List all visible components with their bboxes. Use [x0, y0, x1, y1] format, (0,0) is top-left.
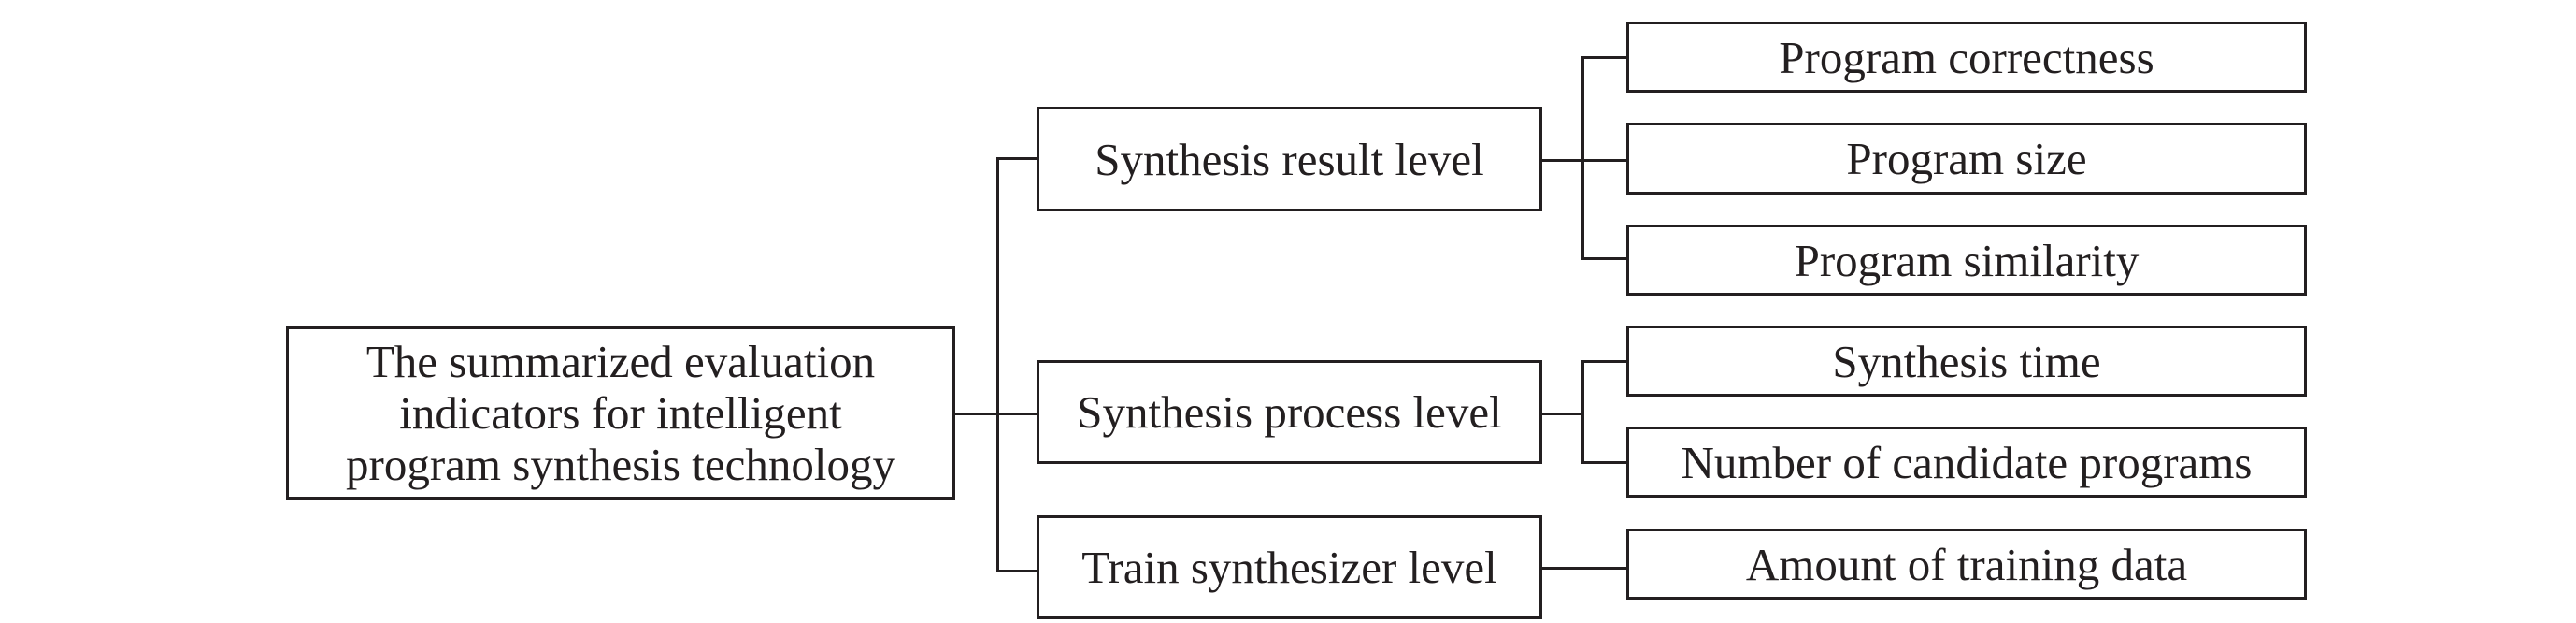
connector-to-candidate-programs — [1581, 461, 1628, 464]
connector-to-program-size — [1581, 159, 1628, 162]
indicator-amount-of-training-data: Amount of training data — [1626, 529, 2307, 600]
indicator-program-correctness: Program correctness — [1626, 22, 2307, 93]
root-node-line-2: indicators for intelligent — [399, 387, 842, 439]
connector-result-branch — [1581, 56, 1584, 260]
connector-to-program-correctness — [1581, 56, 1628, 59]
connector-process-branch — [1581, 360, 1584, 464]
connector-trunk-to-result-level — [996, 157, 1038, 160]
indicator-synthesis-time: Synthesis time — [1626, 326, 2307, 397]
level-node-train-synthesizer: Train synthesizer level — [1037, 515, 1542, 619]
connector-result-level-out — [1539, 159, 1584, 162]
connector-process-level-out — [1539, 413, 1584, 415]
root-node-line-3: program synthesis technology — [346, 439, 895, 490]
connector-root-to-trunk — [952, 413, 999, 415]
connector-trunk-to-train-level — [996, 570, 1038, 572]
level-node-synthesis-process: Synthesis process level — [1037, 360, 1542, 464]
connector-trunk — [996, 157, 999, 572]
connector-trunk-to-process-level — [996, 413, 1038, 415]
connector-to-synthesis-time — [1581, 360, 1628, 363]
indicator-number-of-candidate-programs: Number of candidate programs — [1626, 427, 2307, 498]
root-node: The summarized evaluation indicators for… — [286, 326, 955, 500]
indicator-program-size: Program size — [1626, 123, 2307, 195]
root-node-line-1: The summarized evaluation — [365, 336, 876, 387]
connector-to-program-similarity — [1581, 257, 1628, 260]
connector-to-training-data — [1539, 567, 1628, 570]
indicator-program-similarity: Program similarity — [1626, 225, 2307, 296]
level-node-synthesis-result: Synthesis result level — [1037, 107, 1542, 211]
